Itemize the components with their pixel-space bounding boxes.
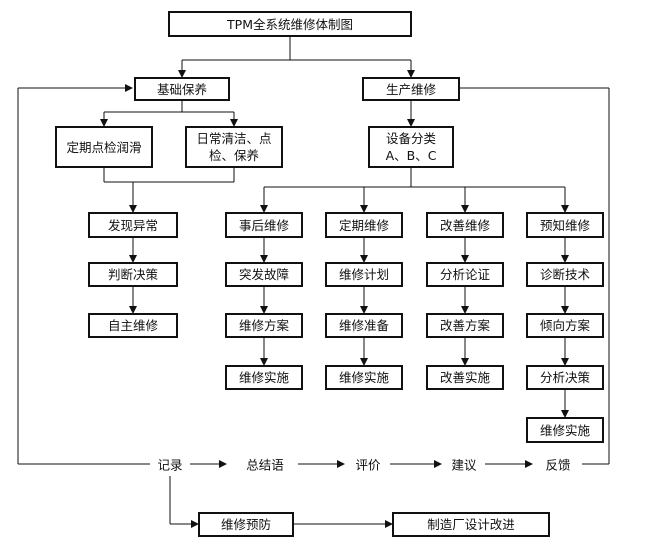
column-3-head: 改善维修 — [426, 212, 504, 238]
column-2-head: 定期维修 — [325, 212, 403, 238]
feedback-return-label: 反馈 — [543, 454, 573, 474]
basic-maintenance-box: 基础保养 — [134, 77, 230, 101]
column-2-step-2: 维修准备 — [325, 313, 403, 338]
column-4-step-2: 倾向方案 — [526, 313, 604, 338]
periodic-inspection-box: 定期点检润滑 — [55, 126, 153, 168]
equipment-classification-box: 设备分类 A、B、C — [368, 126, 454, 168]
column-1-head: 事后维修 — [225, 212, 303, 238]
column-4-step-1: 诊断技术 — [526, 262, 604, 287]
production-maintenance-box: 生产维修 — [362, 77, 460, 101]
column-4-head: 预知维修 — [526, 212, 604, 238]
basic-step-3: 自主维修 — [88, 313, 178, 338]
column-3-step-2: 改善方案 — [426, 313, 504, 338]
basic-step-2: 判断决策 — [88, 262, 178, 287]
maintenance-prevention-box: 维修预防 — [198, 512, 294, 537]
basic-step-1: 发现异常 — [88, 212, 178, 238]
daily-cleaning-box: 日常清洁、点 检、保养 — [185, 126, 283, 168]
feedback-evaluation-label: 评价 — [353, 454, 383, 474]
column-1-step-1: 突发故障 — [225, 262, 303, 287]
feedback-suggestion-label: 建议 — [449, 454, 479, 474]
column-3-step-1: 分析论证 — [426, 262, 504, 287]
column-2-step-3: 维修实施 — [325, 365, 403, 390]
column-1-step-3: 维修实施 — [225, 365, 303, 390]
feedback-summary-label: 总结语 — [244, 454, 286, 474]
column-4-step-4: 维修实施 — [526, 417, 604, 443]
feedback-record-label: 记录 — [155, 454, 185, 474]
column-3-step-3: 改善实施 — [426, 365, 504, 390]
manufacturer-design-improvement-box: 制造厂设计改进 — [392, 512, 550, 537]
column-4-step-3: 分析决策 — [526, 365, 604, 390]
column-1-step-2: 维修方案 — [225, 313, 303, 338]
diagram-title: TPM全系统维修体制图 — [168, 11, 412, 37]
column-2-step-1: 维修计划 — [325, 262, 403, 287]
